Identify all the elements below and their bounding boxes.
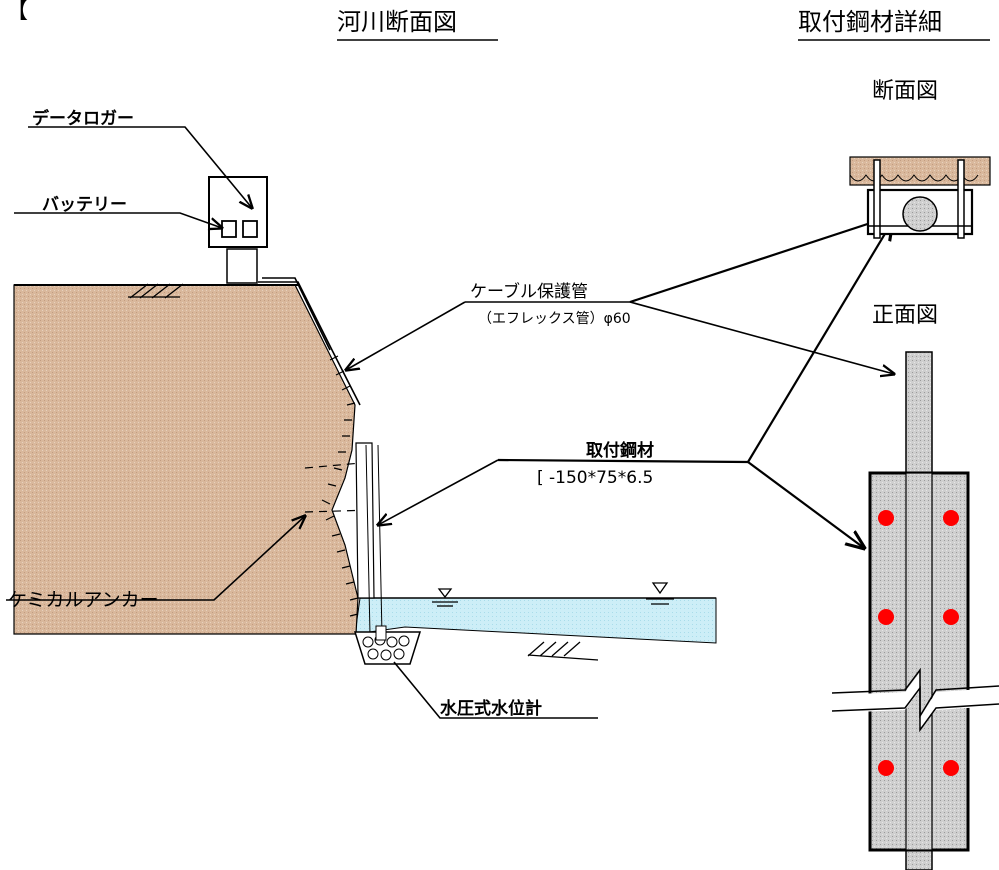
front-view-detail bbox=[831, 351, 999, 870]
leader-battery bbox=[14, 212, 222, 228]
battery-unit bbox=[221, 220, 237, 238]
cable-pipe-overlay bbox=[905, 472, 933, 851]
label-bracket-steel: 取付鋼材 bbox=[586, 440, 654, 461]
leader-water-gauge bbox=[393, 661, 598, 719]
bolt bbox=[943, 609, 959, 625]
wall-bracket bbox=[355, 442, 375, 599]
header-fragment: 【 bbox=[6, 0, 28, 24]
water-level-symbol bbox=[646, 582, 674, 605]
water-level-symbol bbox=[432, 588, 458, 607]
label-water-gauge: 水圧式水位計 bbox=[440, 698, 542, 719]
logger-post bbox=[226, 248, 258, 284]
title-cross-section: 断面図 bbox=[872, 79, 938, 104]
leader-data-logger bbox=[28, 126, 252, 208]
anchor-bolt bbox=[957, 159, 965, 239]
cable-pipe-section bbox=[902, 196, 938, 232]
data-logger-unit bbox=[242, 220, 258, 238]
gauge-cable bbox=[365, 444, 371, 636]
leader-cable-to-section bbox=[629, 214, 898, 304]
bolt bbox=[878, 609, 894, 625]
logger-box bbox=[208, 176, 268, 248]
bracket-label-underline bbox=[497, 458, 749, 464]
leader-cable-pipe bbox=[346, 301, 466, 370]
title-front-view: 正面図 bbox=[872, 303, 938, 328]
cable-pipe bbox=[258, 281, 361, 406]
water-gauge-sensor bbox=[375, 625, 387, 641]
label-bracket-spec: [ -150*75*6.5 bbox=[537, 468, 653, 488]
title-river-section: 河川断面図 bbox=[337, 8, 457, 36]
ground-hatch bbox=[128, 283, 599, 661]
bolt bbox=[878, 760, 894, 776]
label-cable-pipe-spec: （エフレックス管）φ60 bbox=[478, 311, 631, 327]
slope-hatching bbox=[321, 355, 359, 617]
break-line bbox=[831, 685, 999, 733]
soil-bank bbox=[13, 284, 359, 635]
leader-bracket-front bbox=[747, 461, 864, 548]
leader-bracket-wall bbox=[378, 459, 499, 525]
title-bracket-detail: 取付鋼材詳細 bbox=[798, 8, 942, 36]
label-data-logger: データロガー bbox=[32, 108, 134, 129]
cross-section-detail bbox=[849, 156, 991, 239]
label-cable-pipe: ケーブル保護管 bbox=[470, 281, 588, 302]
bolt bbox=[878, 510, 894, 526]
bolt bbox=[943, 510, 959, 526]
stone-basket bbox=[353, 631, 422, 665]
bolt bbox=[943, 760, 959, 776]
cable-pipe-edge bbox=[262, 277, 331, 351]
break-mask bbox=[832, 672, 999, 728]
leader-chemical-anchor bbox=[6, 516, 305, 601]
gauge-cable bbox=[377, 444, 383, 636]
leader-cable-to-front bbox=[629, 301, 894, 374]
label-battery: バッテリー bbox=[42, 195, 127, 215]
anchor-bolt bbox=[873, 159, 881, 239]
leader-bracket-section bbox=[747, 222, 892, 463]
